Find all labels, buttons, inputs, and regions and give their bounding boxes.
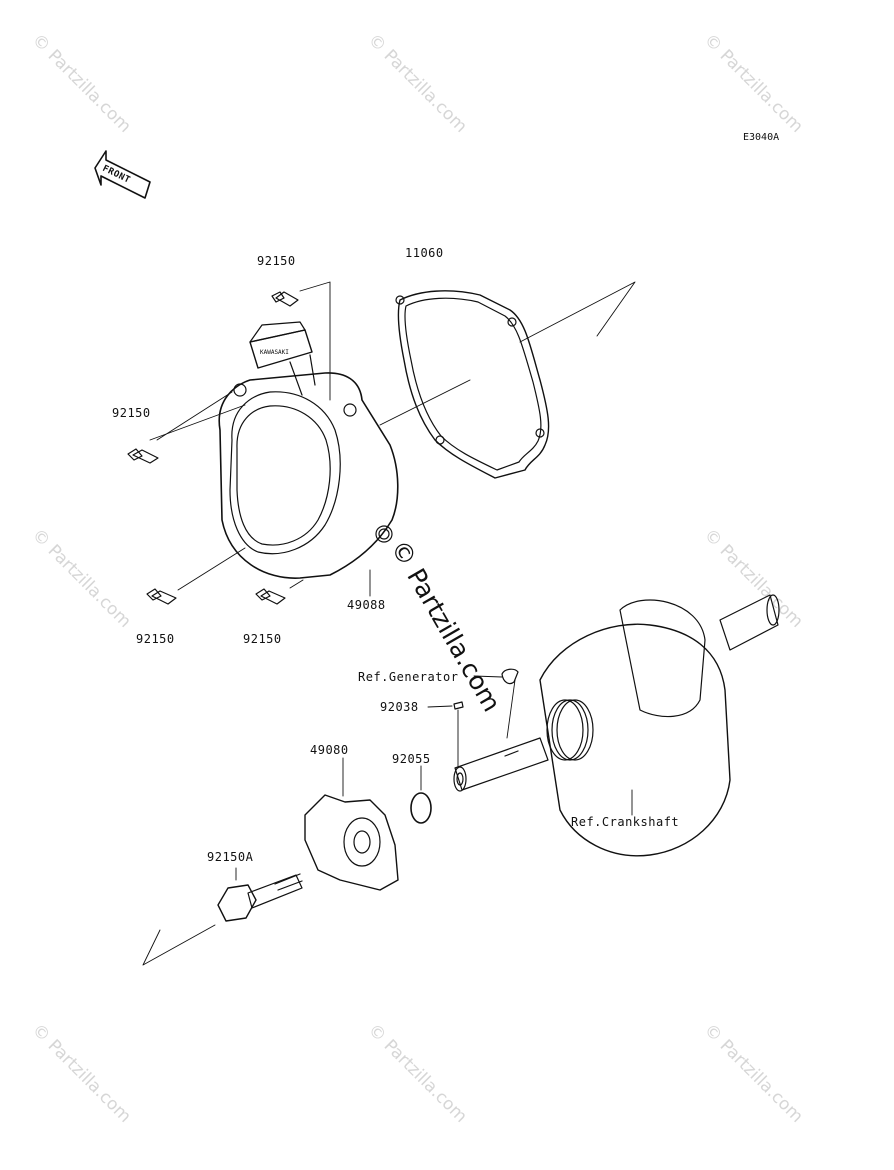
- callout-pulley: 49080: [310, 743, 349, 757]
- bolt-bottom-left: [146, 588, 177, 605]
- oring: [410, 792, 432, 824]
- starter-pulley: [304, 794, 399, 891]
- flange-bolt: [217, 873, 303, 922]
- callout-bolt-top: 92150: [257, 254, 296, 268]
- callout-gasket: 11060: [405, 246, 444, 260]
- callout-flange-bolt: 92150A: [207, 850, 254, 864]
- callout-ref-crankshaft: Ref.Crankshaft: [571, 815, 680, 829]
- bolt-top: [271, 291, 299, 307]
- front-arrow-icon: [94, 150, 151, 199]
- callout-oring: 92055: [392, 752, 431, 766]
- callout-bolt-bottom-mid: 92150: [243, 632, 282, 646]
- generator-key: [501, 668, 519, 685]
- crankshaft: [453, 594, 780, 857]
- starter-cover: KAWASAKI: [218, 321, 399, 579]
- callout-bolt-left: 92150: [112, 406, 151, 420]
- key-92038: [453, 701, 464, 710]
- bolt-left: [127, 448, 159, 464]
- handle-brand-text: KAWASAKI: [260, 349, 289, 356]
- diagram-code: E3040A: [743, 132, 780, 143]
- callout-bolt-bottom-left: 92150: [136, 632, 175, 646]
- callout-cover-part: 49088: [347, 598, 386, 612]
- callout-ref-generator: Ref.Generator: [358, 670, 459, 684]
- callout-key: 92038: [380, 700, 419, 714]
- gasket: [395, 290, 550, 479]
- bolt-bottom-mid: [255, 588, 286, 605]
